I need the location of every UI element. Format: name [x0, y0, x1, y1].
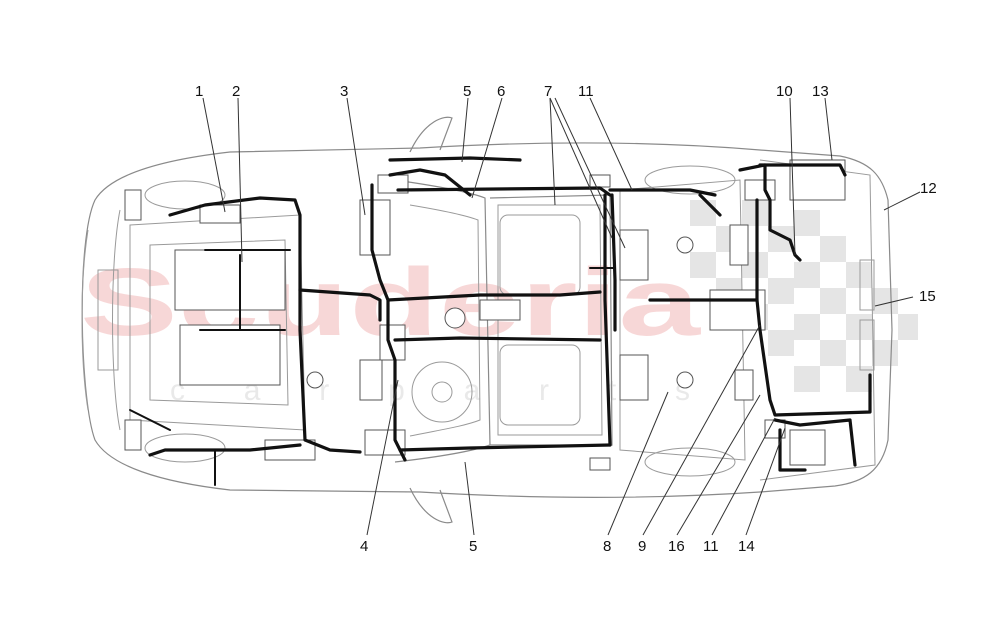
callout-7: 7 [544, 83, 552, 100]
callout-4: 4 [360, 538, 368, 555]
callout-10: 10 [776, 83, 793, 100]
callout-2: 2 [232, 83, 240, 100]
callout-11-bottom: 11 [703, 538, 719, 555]
callout-8: 8 [603, 538, 611, 555]
callout-9: 9 [638, 538, 646, 555]
leader-lines [202, 97, 921, 536]
callout-11-top: 11 [578, 83, 594, 100]
callout-5-bottom: 5 [469, 538, 477, 555]
callout-15: 15 [919, 288, 936, 305]
callout-5-top: 5 [463, 83, 471, 100]
callout-13: 13 [812, 83, 829, 100]
callout-16: 16 [668, 538, 685, 555]
callout-3: 3 [340, 83, 348, 100]
car-body-outline [81, 116, 893, 524]
callout-12: 12 [920, 180, 937, 197]
callout-6: 6 [497, 83, 505, 100]
callout-labels: 1 2 3 5 6 7 11 10 13 12 15 4 5 8 9 16 11… [195, 83, 937, 555]
callout-1: 1 [195, 83, 203, 100]
electrical-components [124, 159, 846, 471]
callout-14: 14 [738, 538, 755, 555]
